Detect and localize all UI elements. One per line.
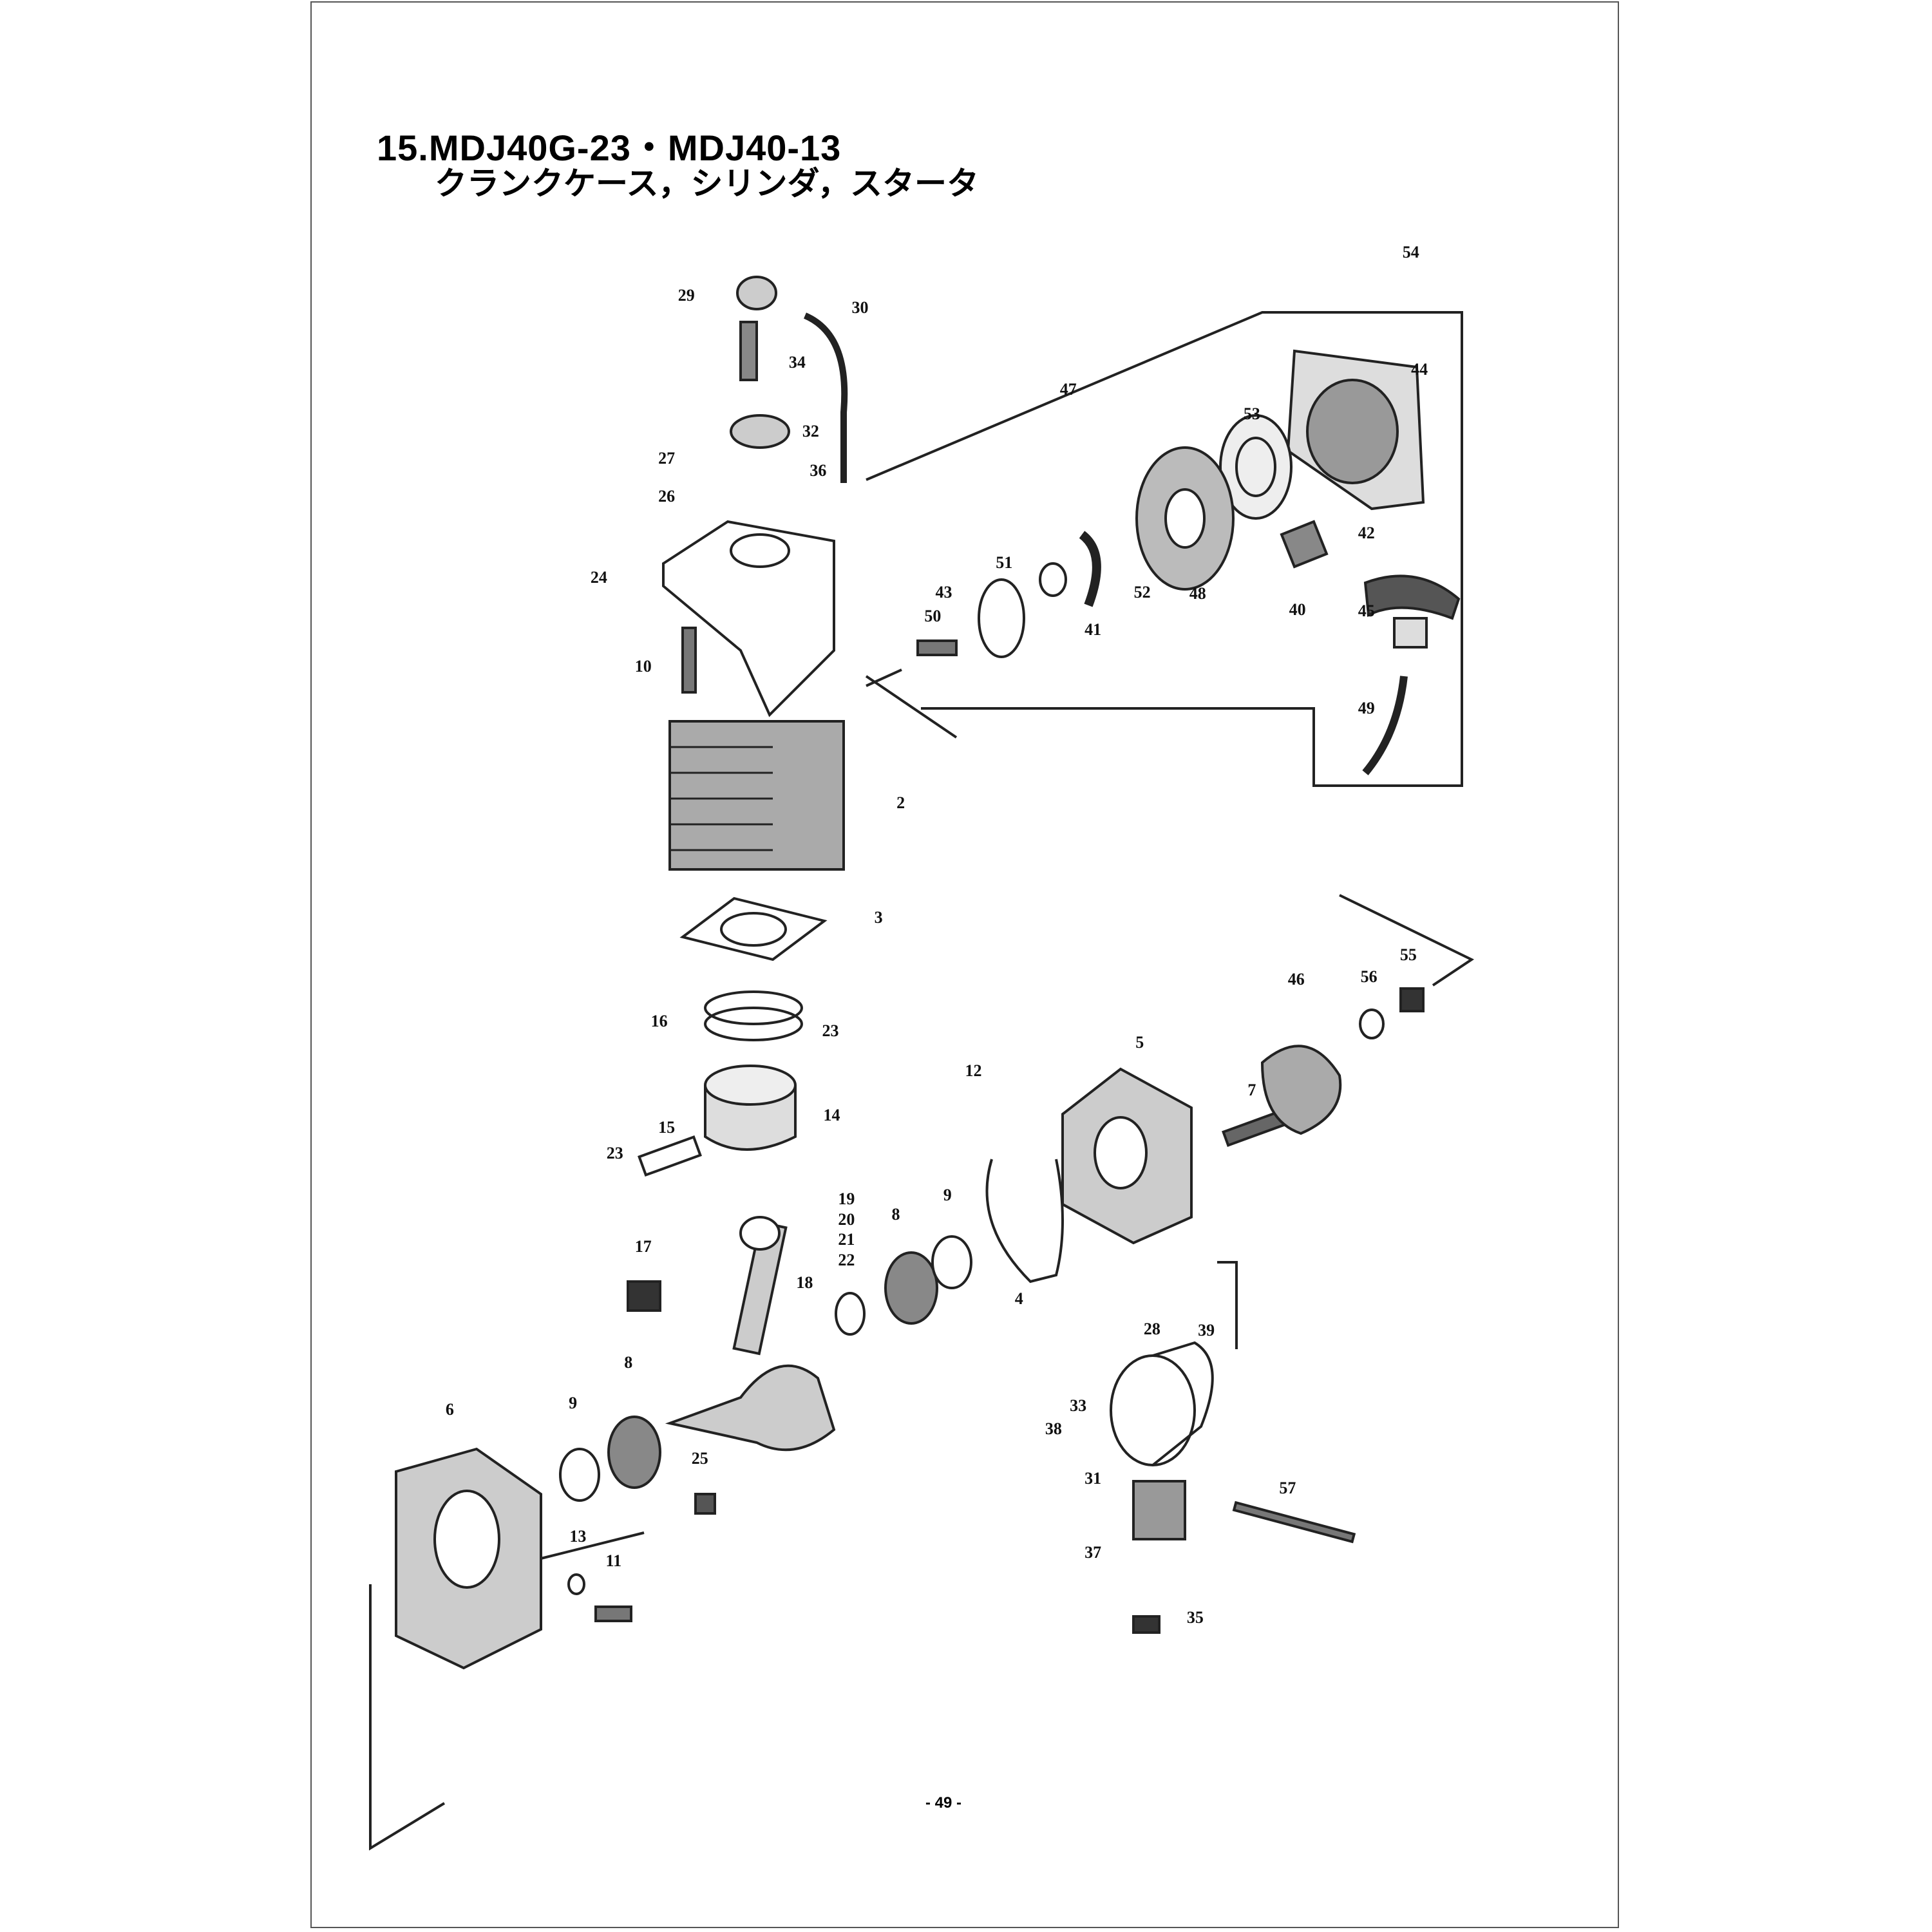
case-gasket — [985, 1159, 1064, 1283]
part-number-49: 49 — [1358, 699, 1375, 718]
starter-pawl — [1079, 531, 1101, 607]
part-number-2: 2 — [896, 793, 905, 813]
part-number-23: 23 — [822, 1021, 839, 1041]
recoil-spring — [1219, 414, 1293, 520]
cylinder-bolt — [681, 627, 697, 694]
part-number-48: 48 — [1189, 584, 1206, 603]
part-number-28: 28 — [1143, 1320, 1160, 1339]
part-number-30: 30 — [851, 298, 869, 317]
part-number-32: 32 — [802, 421, 819, 440]
part-number-42: 42 — [1358, 524, 1375, 543]
flywheel — [1110, 1354, 1196, 1466]
part-number-6: 6 — [445, 1399, 454, 1419]
part-number-9: 9 — [943, 1185, 952, 1204]
bearing — [884, 1251, 938, 1325]
part-number-14: 14 — [823, 1105, 840, 1124]
clutch-hub — [1260, 1045, 1342, 1135]
part-number-40: 40 — [1289, 600, 1306, 620]
part-number-54: 54 — [1402, 243, 1419, 262]
part-number-22: 22 — [838, 1251, 855, 1270]
spring-clip — [1039, 562, 1067, 597]
part-number-8: 8 — [891, 1205, 900, 1224]
rope-guide — [1280, 520, 1329, 569]
piston-pin — [638, 1135, 702, 1177]
washer — [978, 578, 1025, 658]
part-number-57: 57 — [1279, 1479, 1296, 1498]
part-number-50: 50 — [924, 606, 942, 625]
part-number-37: 37 — [1084, 1542, 1102, 1562]
part-number-56: 56 — [1360, 967, 1378, 987]
part-number-52: 52 — [1133, 583, 1151, 602]
part-number-46: 46 — [1287, 970, 1305, 989]
part-number-44: 44 — [1411, 359, 1428, 379]
part-number-26: 26 — [658, 487, 676, 506]
diagram-subtitle: クランクケース，シリンダ，スタータ — [435, 165, 979, 202]
part-number-5: 5 — [1135, 1032, 1144, 1052]
nut-55 — [1399, 987, 1425, 1012]
part-number-19: 19 — [838, 1189, 855, 1208]
part-number-39: 39 — [1198, 1321, 1215, 1340]
plug-terminal — [1132, 1615, 1160, 1634]
part-number-38: 38 — [1045, 1419, 1062, 1439]
stop-wire — [1232, 1501, 1356, 1544]
cylinder-gasket — [679, 896, 828, 961]
part-number-21: 21 — [838, 1229, 855, 1249]
part-number-13: 13 — [569, 1526, 587, 1546]
washer-56 — [1359, 1009, 1385, 1039]
part-number-31: 31 — [1084, 1468, 1102, 1488]
part-number-25: 25 — [691, 1449, 708, 1468]
spark-plug — [739, 321, 758, 381]
part-number-4: 4 — [1014, 1289, 1023, 1308]
part-number-23: 23 — [606, 1143, 623, 1162]
part-number-36: 36 — [810, 460, 827, 480]
oring-13 — [567, 1573, 585, 1595]
part-number-9: 9 — [569, 1394, 578, 1413]
part-number-15: 15 — [658, 1117, 676, 1137]
plug-boot — [730, 414, 790, 449]
part-number-11: 11 — [605, 1551, 622, 1571]
ignition-coil — [1132, 1480, 1186, 1540]
part-number-20: 20 — [838, 1210, 855, 1229]
part-number-51: 51 — [996, 553, 1013, 573]
diagram-title: 15.MDJ40G-23・MDJ40-13 — [377, 128, 842, 168]
bolt-11 — [594, 1605, 632, 1622]
part-number-3: 3 — [874, 908, 883, 927]
starter-group-bracket — [866, 311, 1463, 787]
piston-ring — [704, 990, 803, 1025]
shim — [835, 1292, 866, 1336]
part-number-34: 34 — [788, 352, 806, 372]
part-number-24: 24 — [590, 568, 607, 587]
part-number-41: 41 — [1084, 620, 1102, 639]
oil-seal — [931, 1235, 972, 1289]
part-number-8: 8 — [624, 1353, 633, 1372]
bolt — [916, 639, 958, 656]
part-number-55: 55 — [1399, 945, 1417, 964]
part-number-45: 45 — [1358, 601, 1375, 620]
part-number-27: 27 — [658, 448, 676, 468]
part-number-7: 7 — [1247, 1081, 1256, 1100]
needle-bearing — [627, 1280, 661, 1312]
part-number-16: 16 — [650, 1012, 668, 1031]
page-number: - 49 - — [925, 1794, 962, 1812]
ignition-lead — [803, 312, 848, 483]
part-number-17: 17 — [634, 1237, 652, 1256]
starter-handle — [1363, 574, 1461, 620]
page-frame — [310, 1, 1619, 1928]
cylinder — [668, 720, 845, 871]
screw-25 — [694, 1493, 716, 1515]
part-number-35: 35 — [1186, 1608, 1204, 1627]
part-number-47: 47 — [1059, 379, 1077, 399]
starter-rope — [1362, 676, 1408, 775]
part-number-43: 43 — [935, 583, 952, 602]
part-number-18: 18 — [796, 1273, 813, 1292]
part-number-12: 12 — [965, 1061, 982, 1080]
part-number-33: 33 — [1070, 1396, 1087, 1416]
part-number-53: 53 — [1243, 404, 1260, 423]
part-number-29: 29 — [677, 286, 695, 305]
cylinder-cover — [662, 520, 835, 717]
crankshaft — [665, 1364, 836, 1452]
plug-cap — [736, 276, 777, 310]
part-number-10: 10 — [634, 657, 652, 676]
